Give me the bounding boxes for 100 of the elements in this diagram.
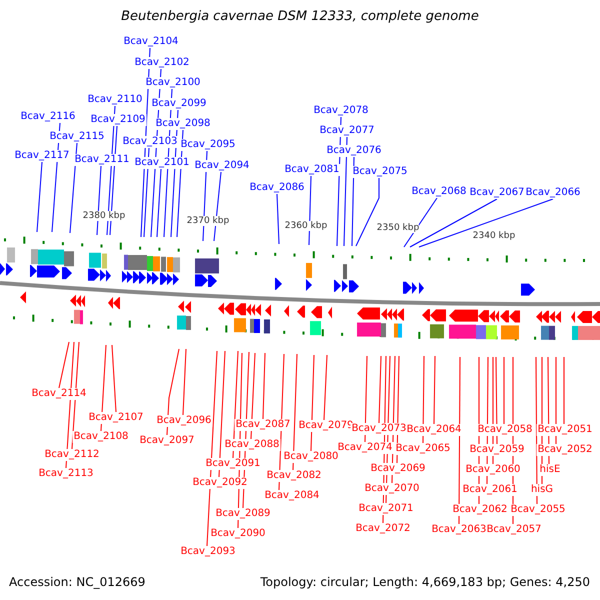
gene-label: Bcav_2059 <box>468 444 526 456</box>
gene-label: Bcav_2114 <box>30 388 88 400</box>
gene-label: Bcav_2055 <box>510 504 566 516</box>
gene-label: Bcav_2116 <box>20 111 76 123</box>
gene-label: Bcav_2080 <box>282 451 340 463</box>
gene-label: Bcav_2102 <box>134 57 190 69</box>
leader-line <box>378 356 382 424</box>
gene-label: Bcav_2073 <box>350 423 408 435</box>
gene-label: Bcav_2098 <box>154 118 212 130</box>
gene-label: Bcav_2084 <box>264 490 320 502</box>
footer-note: Accession: NC_012669 <box>9 575 146 589</box>
gene-label: Bcav_2052 <box>536 444 594 456</box>
scale-label: 2360 kbp <box>284 221 328 231</box>
leader-line <box>352 156 354 246</box>
leader-line <box>292 354 298 470</box>
gene-label: Bcav_2075 <box>352 166 408 178</box>
gene-label: Bcav_2065 <box>394 443 452 455</box>
gene-label: Bcav_2063 <box>430 524 488 536</box>
gene-label: Bcav_2051 <box>536 424 594 436</box>
leader-line <box>344 136 348 246</box>
leader-line <box>250 352 256 440</box>
leader-line <box>112 344 116 412</box>
gene-label: Bcav_2087 <box>234 419 292 431</box>
gene-label: Bcav_2058 <box>476 424 534 436</box>
leader-line <box>262 352 266 420</box>
leader-line <box>496 356 498 444</box>
gene-label: Bcav_2066 <box>524 187 582 199</box>
scale-label: 2340 kbp <box>472 231 516 241</box>
leader-line <box>232 350 238 458</box>
leader-line <box>422 356 424 444</box>
gene-label: Bcav_2088 <box>224 439 280 451</box>
leader-line <box>418 198 554 248</box>
gene-label: Bcav_2113 <box>38 468 94 480</box>
leader-line <box>182 348 186 416</box>
gene-label: Bcav_2071 <box>358 503 414 515</box>
gene-label: Bcav_2093 <box>180 546 236 558</box>
leader-line <box>156 168 162 238</box>
leader-line <box>356 178 380 246</box>
gene-label: Bcav_2100 <box>144 77 202 89</box>
gene-label: Bcav_2111 <box>74 154 130 166</box>
leader-line <box>324 354 328 420</box>
gene-label: Bcav_2109 <box>90 114 146 126</box>
leader-line <box>276 194 280 244</box>
gene-label: Bcav_2112 <box>44 449 100 461</box>
gene-label: Bcav_2086 <box>248 182 306 194</box>
footer-note: Topology: circular; Length: 4,669,183 bp; Genes: 4,250 <box>260 575 590 589</box>
leader-line <box>96 166 102 236</box>
gene-label: Bcav_2097 <box>138 435 196 447</box>
leader-line <box>214 172 222 242</box>
gene-label: Bcav_2110 <box>86 94 144 106</box>
leader-line <box>166 348 180 436</box>
leader-line <box>58 342 70 388</box>
gene-label: Bcav_2061 <box>462 484 518 496</box>
leader-line <box>434 356 436 424</box>
gene-label: Bcav_2078 <box>312 105 370 117</box>
scale-label: 2380 kbp <box>82 211 126 221</box>
gene-label: hisG <box>530 484 554 496</box>
gene-label: Bcav_2070 <box>364 483 420 495</box>
gene-label: hisE <box>538 464 562 476</box>
gene-label: Bcav_2074 <box>336 442 394 454</box>
leader-line <box>144 148 150 238</box>
gene-label: Bcav_2090 <box>210 528 266 540</box>
leader-line <box>206 350 218 546</box>
leader-line <box>100 344 106 432</box>
gene-label: Bcav_2092 <box>192 477 248 489</box>
gene-label: Bcav_2077 <box>318 125 376 137</box>
gene-label: Bcav_2103 <box>122 136 178 148</box>
leader-line <box>364 356 368 442</box>
leader-line <box>310 354 314 452</box>
gene-label: Bcav_2101 <box>134 157 190 169</box>
scale-label: 2370 kbp <box>186 216 230 226</box>
leader-line <box>536 356 538 504</box>
leader-line <box>404 198 438 248</box>
leader-line <box>410 198 498 248</box>
gene-label: Bcav_2082 <box>266 470 322 482</box>
gene-label: Bcav_2064 <box>406 424 462 436</box>
gene-label: Bcav_2115 <box>48 131 106 143</box>
chart-title: Beutenbergia cavernae DSM 12333, complete genome <box>120 9 480 24</box>
gene-label: Bcav_2062 <box>452 504 508 516</box>
gene-label: Bcav_2094 <box>194 160 250 172</box>
gene-label: Bcav_2076 <box>326 145 382 157</box>
leader-line <box>218 350 226 478</box>
gene-label: Bcav_2107 <box>88 412 144 424</box>
gene-label: Bcav_2095 <box>180 139 236 151</box>
gene-label: Bcav_2060 <box>464 464 522 476</box>
gene-label: Bcav_2091 <box>204 458 262 470</box>
leader-line <box>308 176 312 246</box>
gene-label: Bcav_2096 <box>156 415 212 427</box>
gene-label: Bcav_2067 <box>468 187 526 199</box>
gene-label: Bcav_2072 <box>354 523 412 535</box>
gene-label: Bcav_2069 <box>370 463 426 475</box>
gene-label: Bcav_2081 <box>284 164 340 176</box>
gene-label: Bcav_2089 <box>214 508 272 520</box>
gene-label: Bcav_2057 <box>486 524 542 536</box>
gene-label: Bcav_2108 <box>72 431 130 443</box>
gene-label: Bcav_2068 <box>410 186 468 198</box>
gene-label: Bcav_2099 <box>150 98 208 110</box>
leader-line <box>70 142 78 234</box>
gene-label: Bcav_2117 <box>14 150 70 162</box>
gene-label: Bcav_2104 <box>122 36 180 48</box>
